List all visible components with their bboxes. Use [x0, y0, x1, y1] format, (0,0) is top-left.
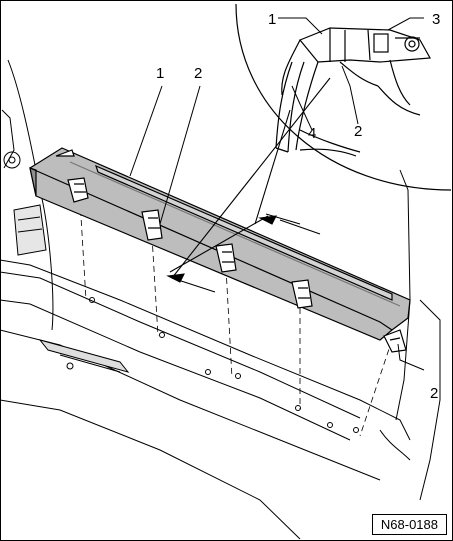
figure-id-label: N68-0188 — [371, 514, 447, 535]
clips — [67, 177, 407, 353]
callout-4-detail: 4 — [308, 125, 316, 142]
callout-2-detail: 2 — [354, 123, 362, 140]
callout-2-right: 2 — [430, 385, 438, 402]
callout-2-main: 2 — [194, 65, 202, 82]
callout-1-detail: 1 — [268, 11, 276, 28]
trim-strip — [29, 147, 411, 353]
installation-guides — [79, 199, 393, 437]
callout-1-main: 1 — [156, 65, 164, 82]
detail-inset — [235, 3, 452, 191]
callout-3-detail: 3 — [432, 11, 440, 28]
callouts: 1 3 4 2 1 2 2 — [156, 11, 440, 402]
leader-lines — [129, 17, 425, 371]
body-panel — [0, 59, 441, 540]
mounting-holes — [89, 297, 359, 433]
